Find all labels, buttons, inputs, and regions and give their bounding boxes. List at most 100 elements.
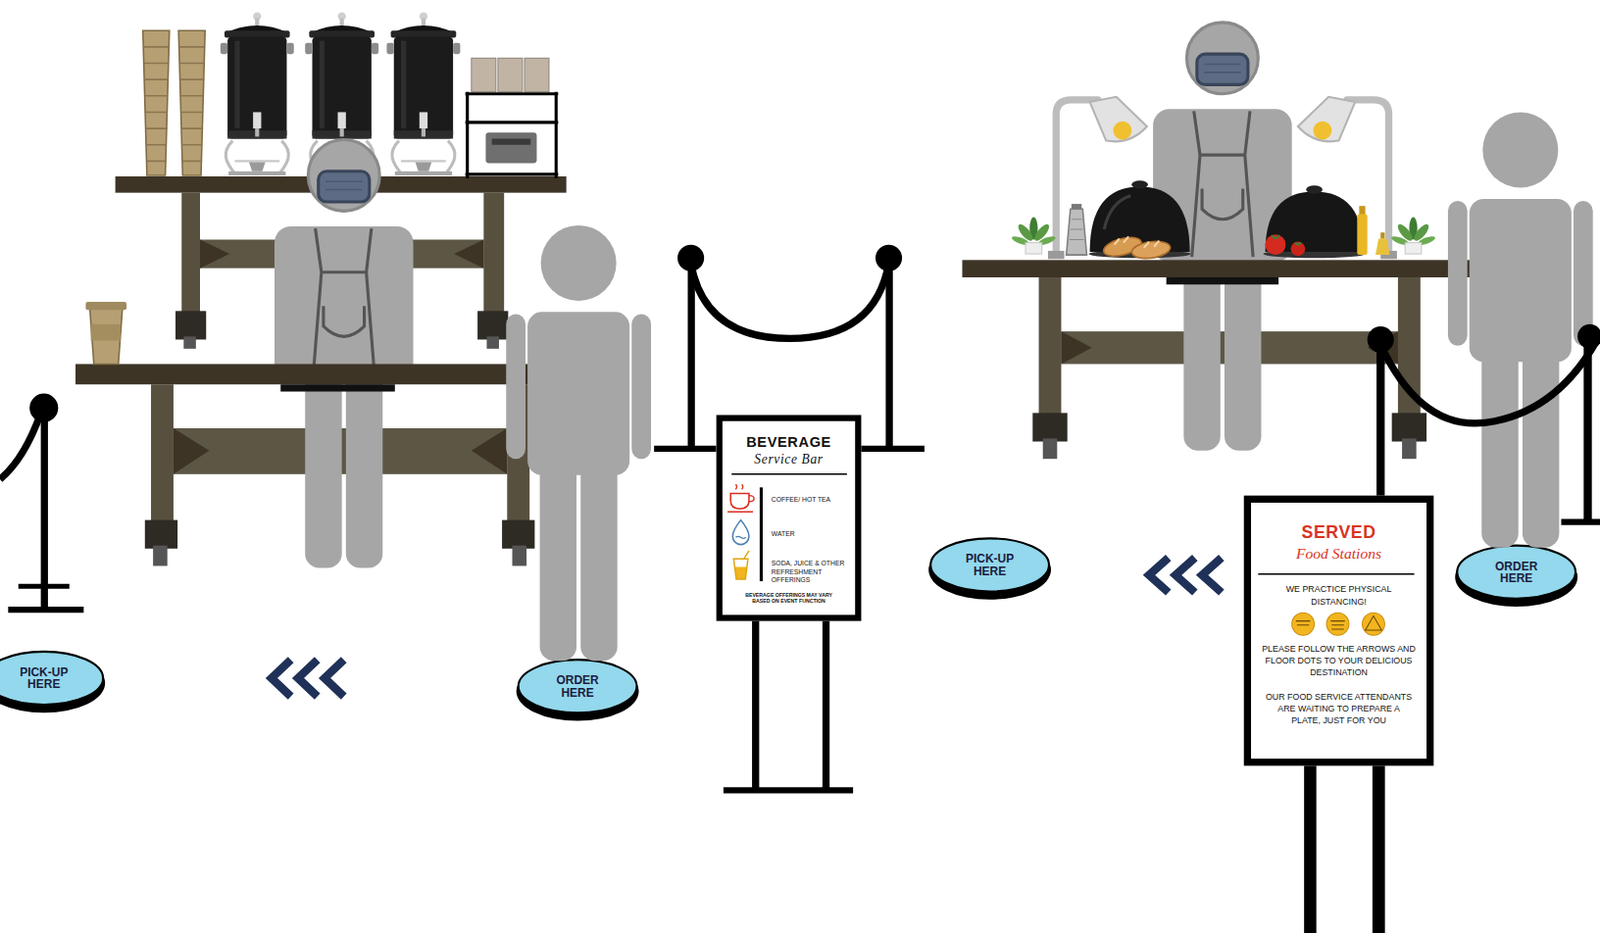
lower-table-frame — [501, 520, 535, 550]
rope-stanchion — [688, 257, 696, 450]
rope-stanchion — [691, 262, 890, 339]
served-food — [1131, 180, 1149, 189]
lower-table-frame — [145, 520, 178, 550]
rope-stanchion — [875, 245, 902, 272]
sign-icon — [1361, 612, 1385, 636]
floor-arrow — [1149, 557, 1222, 593]
cup-stack — [143, 30, 170, 176]
rope-stanchion — [1560, 519, 1600, 526]
service-sign: BEVERAGEService BarCOFFEE/ HOT TEAWATERS… — [716, 414, 862, 621]
lid-rack — [498, 57, 523, 92]
sign-stand — [1303, 759, 1316, 933]
sign-icon — [1292, 612, 1315, 636]
floor-label: ORDER HERE — [1483, 559, 1550, 585]
lid-rack — [471, 57, 497, 92]
sign-icon — [1296, 621, 1346, 630]
table-top — [75, 363, 538, 385]
served-food — [1358, 205, 1365, 215]
coffee-urn — [386, 11, 460, 175]
lower-table-frame — [471, 428, 507, 475]
sign-stand — [822, 616, 830, 791]
rope-stanchion — [677, 245, 704, 272]
coffee-cup — [85, 301, 127, 310]
floor-dot-face — [518, 659, 638, 713]
upper-shelf — [181, 193, 200, 316]
lid-rack — [492, 138, 532, 145]
table-top — [1166, 277, 1279, 285]
rope-stanchion — [1380, 324, 1600, 523]
rope-stanchion — [29, 394, 58, 423]
coffee-cup — [85, 301, 127, 364]
sign-stand — [751, 616, 759, 791]
served-food — [1271, 235, 1301, 245]
sign-note: PLEASE FOLLOW THE ARROWS AND FLOOR DOTS … — [1256, 644, 1421, 680]
menu-item: COFFEE/ HOT TEA — [771, 496, 850, 504]
upper-shelf — [183, 336, 196, 349]
lower-table-frame — [506, 384, 530, 522]
herb-plant — [1010, 217, 1057, 254]
sign-heading: BEVERAGE — [722, 433, 855, 450]
food-table-frame — [1039, 277, 1062, 415]
food-table-frame — [1392, 412, 1427, 442]
served-food — [1010, 180, 1437, 261]
sign-note: OUR FOOD SERVICE ATTENDANTS ARE WAITING … — [1261, 691, 1415, 727]
guest-figure — [505, 225, 651, 661]
upper-shelf — [477, 310, 508, 340]
sign-icon — [731, 473, 848, 476]
lower-table-frame — [173, 428, 209, 475]
lid-rack — [485, 132, 537, 163]
coffee-urn — [220, 11, 295, 175]
sign-icon — [1365, 615, 1383, 631]
lid-rack — [465, 57, 559, 179]
sign-icon — [732, 520, 750, 546]
rope-stanchion — [18, 584, 70, 590]
floor-dot: ORDER HERE — [1452, 540, 1580, 608]
served-food — [1380, 232, 1385, 239]
floor-dot: PICK-UP HERE — [926, 533, 1053, 601]
lower-table-frame — [511, 546, 527, 567]
served-food — [1114, 236, 1160, 248]
served-food — [1375, 238, 1391, 255]
served-food — [1103, 196, 1131, 230]
floor-arrow — [271, 659, 345, 697]
rope-stanchion — [885, 257, 893, 450]
floor-label: ORDER HERE — [545, 674, 611, 700]
lid-rack — [524, 57, 550, 92]
cup-stack — [143, 30, 205, 176]
floor-dot: PICK-UP HERE — [0, 647, 107, 715]
menu-item: SODA, JUICE & OTHER REFRESHMENT OFFERING… — [771, 559, 848, 585]
sign-icon — [727, 484, 754, 512]
food-table-frame — [1060, 331, 1092, 364]
upper-shelf — [453, 240, 484, 269]
sign-stand — [1372, 759, 1385, 933]
upper-shelf — [200, 240, 230, 269]
sign-icon — [1257, 573, 1414, 576]
sign-heading: SERVED — [1250, 523, 1427, 544]
floor-dot: ORDER HERE — [514, 654, 642, 723]
sign-subheading: Food Stations — [1250, 546, 1427, 564]
sign-icon — [733, 550, 750, 580]
table-top — [961, 259, 1478, 278]
lower-table-frame — [150, 384, 174, 522]
floor-label: PICK-UP HERE — [10, 665, 77, 691]
guest-figure — [1448, 111, 1594, 548]
floor-dot-face — [0, 651, 103, 705]
sign-stand — [723, 787, 853, 794]
sign-note: BEVERAGE OFFERINGS MAY VARY BASED ON EVE… — [738, 591, 841, 603]
food-table-frame — [1398, 277, 1421, 415]
rope-stanchion — [41, 407, 49, 610]
food-table-frame — [1401, 438, 1417, 459]
rope-stanchion — [1583, 336, 1592, 522]
rope-stanchion — [0, 412, 42, 480]
sign-stand — [1303, 759, 1385, 933]
served-food — [1356, 213, 1367, 255]
upper-shelf — [483, 193, 504, 316]
service-sign: SERVEDFood StationsWE PRACTICE PHYSICAL … — [1244, 496, 1435, 767]
lower-table-frame — [152, 546, 168, 567]
service-attendant — [274, 140, 414, 569]
served-food — [1066, 208, 1088, 255]
served-food — [1130, 239, 1171, 261]
table-top — [280, 384, 396, 392]
sign-icon — [730, 494, 750, 510]
